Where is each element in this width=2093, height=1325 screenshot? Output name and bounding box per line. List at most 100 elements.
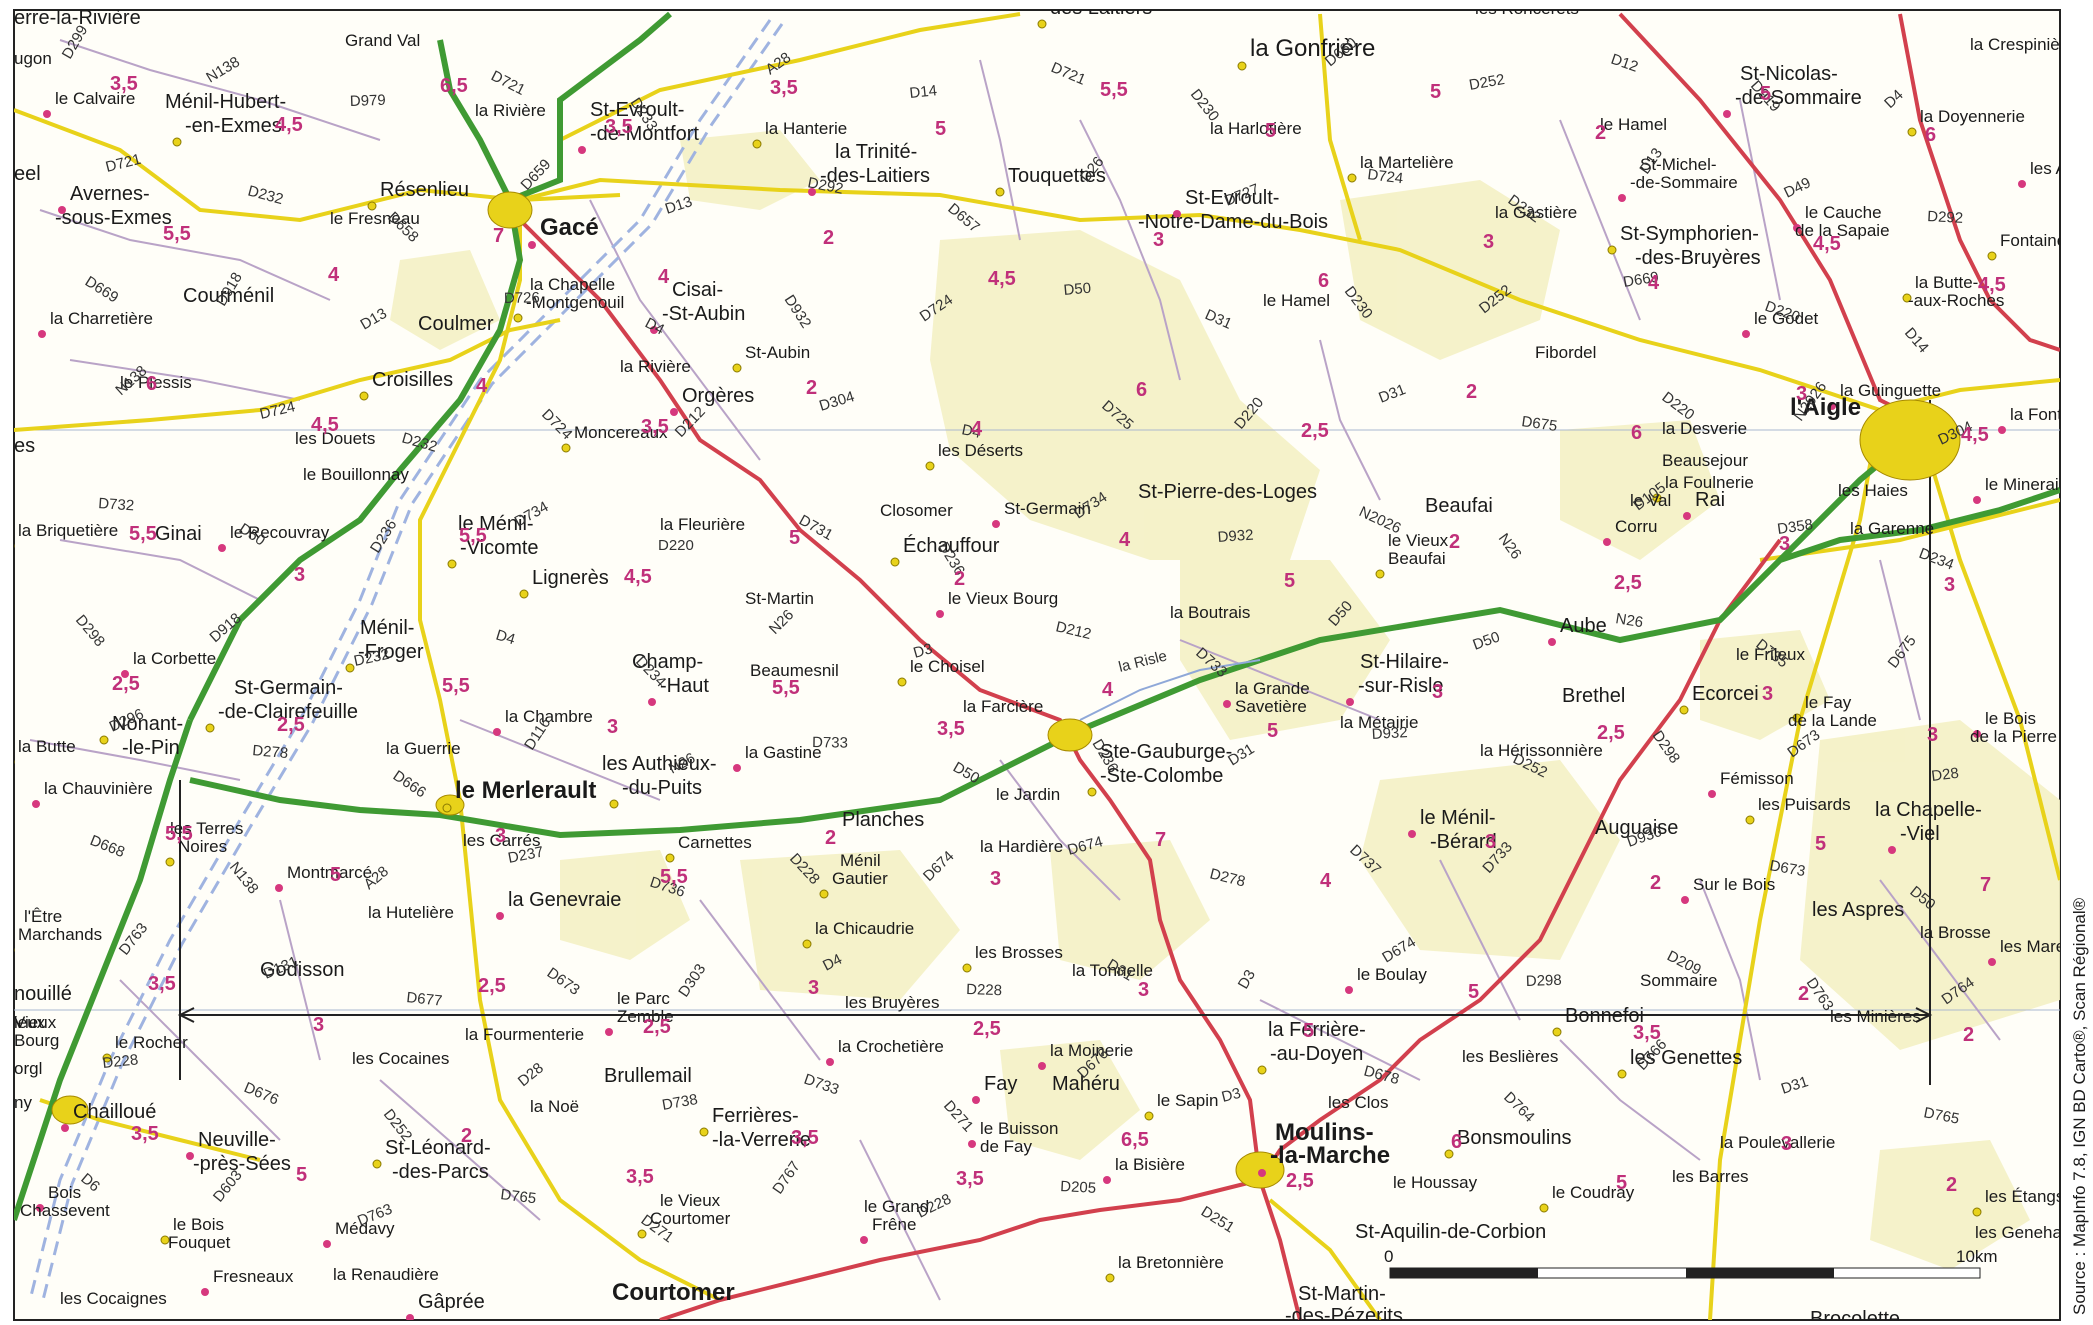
place-dot (205, 723, 215, 733)
place-label-hanterie: la Hanterie (765, 119, 847, 138)
place-label-roncerets: les Roncerets (1475, 0, 1579, 18)
road-label: D292 (1927, 208, 1964, 227)
distance-label: 4 (1320, 870, 1332, 892)
place-dot (1742, 330, 1750, 338)
place-label-riviere: la Rivière (475, 101, 546, 120)
place-dot (1828, 402, 1836, 410)
place-label-bois2: de la Pierre (1970, 727, 2057, 746)
road-label: D3 (911, 640, 934, 662)
place-dot (962, 963, 972, 973)
place-label-moinerie: la Moinerie (1050, 1041, 1133, 1060)
place-label-poulevallerie: la Poulevallerie (1720, 1133, 1835, 1152)
road-label: D765 (500, 1186, 538, 1207)
place-label-moulins2: -la-Marche (1270, 1142, 1390, 1169)
place-dot (1345, 986, 1353, 994)
scale-start: 0 (1384, 1247, 1393, 1266)
main-roads (518, 12, 2060, 1320)
road-label: D765 (1922, 1104, 1960, 1128)
place-label-stmichel2: -de-Sommaire (1630, 173, 1738, 192)
distance-label: 5 (789, 527, 800, 549)
distance-label: 2,5 (478, 975, 506, 997)
place-label-bonnefoi: Bonnefoi (1565, 1005, 1644, 1027)
place-label-boischass1: Bois (48, 1183, 81, 1202)
place-dot (1105, 1273, 1115, 1283)
place-label-bois3: le Bois (173, 1215, 224, 1234)
distance-label: 7 (1980, 874, 1991, 896)
distance-label: 3,5 (1633, 1022, 1661, 1044)
distance-labels: 3,54,56,53,53,555,5552565,547424,536344,… (110, 73, 2006, 1196)
place-label-cauche1: le Cauche (1805, 203, 1882, 222)
place-label-avernes1: Avernes- (70, 183, 150, 205)
place-label-stleonard1: St-Léonard- (385, 1137, 491, 1159)
distance-label: 4,5 (988, 268, 1016, 290)
place-label-resenlieu: Résenlieu (380, 179, 469, 201)
place-label-gastine: la Gastine (745, 743, 822, 762)
place-label-godisson: Godisson (260, 959, 345, 981)
place-dot (447, 559, 457, 569)
place-label-minieres: les Minières (1830, 1007, 1921, 1026)
place-label-bruyeres: les Bruyères (845, 993, 939, 1012)
distance-label: 4 (658, 266, 670, 288)
road-label: D228 (966, 981, 1002, 999)
place-label-boutrais: la Boutrais (1170, 603, 1250, 622)
place-dot (752, 139, 762, 149)
place-label-fonta: la Fonta (2010, 405, 2072, 424)
place-label-corru: Corru (1615, 517, 1658, 536)
distance-label: 5 (1303, 1020, 1314, 1042)
place-label-grandfrene1: le Grand (864, 1197, 929, 1216)
place-dot (802, 939, 812, 949)
place-label-guinguette: la Guinguette (1840, 381, 1941, 400)
place-label-cocaines: les Cocaines (352, 1049, 449, 1068)
place-dot (519, 589, 529, 599)
place-label-chambre: la Chambre (505, 707, 593, 726)
river-risle (1079, 659, 1261, 721)
place-label-menilberard1: le Ménil- (1420, 807, 1496, 829)
place-dot (732, 363, 742, 373)
place-label-briquetiere: la Briquetière (18, 521, 118, 540)
road-label: D724 (1367, 166, 1405, 187)
place-label-fay: Fay (984, 1073, 1017, 1095)
place-label-chailloue: Chailloué (73, 1101, 156, 1123)
place-label-stgermainc2: -de-Clairefeuille (218, 701, 358, 723)
place-label-geneha: les Geneha (1975, 1223, 2062, 1242)
place-label-staquilin: St-Aquilin-de-Corbion (1355, 1221, 1546, 1243)
distance-label: 3 (808, 977, 819, 999)
place-dot (1987, 251, 1997, 261)
place-label-courtomer: Courtomer (612, 1279, 735, 1306)
place-label-fresneaux: Fresneaux (213, 1267, 294, 1286)
distance-label: 6 (1925, 124, 1936, 146)
road-label: D228 (102, 1051, 139, 1072)
place-label-stmartinpezerits2: -des-Pézerits (1285, 1305, 1403, 1325)
place-label-grandval: Grand Val (345, 31, 420, 50)
place-label-aspres: les Aspres (1812, 899, 1904, 921)
place-dot (160, 1235, 170, 1245)
place-dot (493, 728, 501, 736)
place-label-guerrie: la Guerrie (386, 739, 461, 758)
distance-label: 6,5 (1121, 1129, 1149, 1151)
place-dot (513, 313, 523, 323)
place-label-fay2: de la Lande (1788, 711, 1877, 730)
place-dot (637, 1229, 647, 1239)
road-label: D3 (1220, 1085, 1243, 1106)
place-dot (1258, 1169, 1266, 1177)
place-label-neuville2: -près-Sées (193, 1153, 291, 1175)
distance-label: 2 (461, 1125, 472, 1147)
place-label-stmichel1: St-Michel- (1640, 155, 1717, 174)
place-label-stmartin: St-Martin (745, 589, 814, 608)
place-dot (2, 186, 10, 194)
place-label-cauche2: de la Sapaie (1795, 221, 1890, 240)
distance-label: 2 (954, 568, 965, 590)
place-dot (275, 884, 283, 892)
road-label: D726 (504, 289, 540, 307)
distance-label: 3 (1153, 229, 1164, 251)
distance-label: 3 (294, 564, 305, 586)
distance-label: 2 (1650, 872, 1661, 894)
road-label: D205 (1060, 1178, 1097, 1197)
minor-roads (29, 39, 2001, 1301)
place-dot (201, 1288, 209, 1296)
road-label: D252 (1468, 71, 1506, 94)
distance-label: 4 (476, 375, 488, 397)
road-label: D4 (494, 627, 517, 649)
